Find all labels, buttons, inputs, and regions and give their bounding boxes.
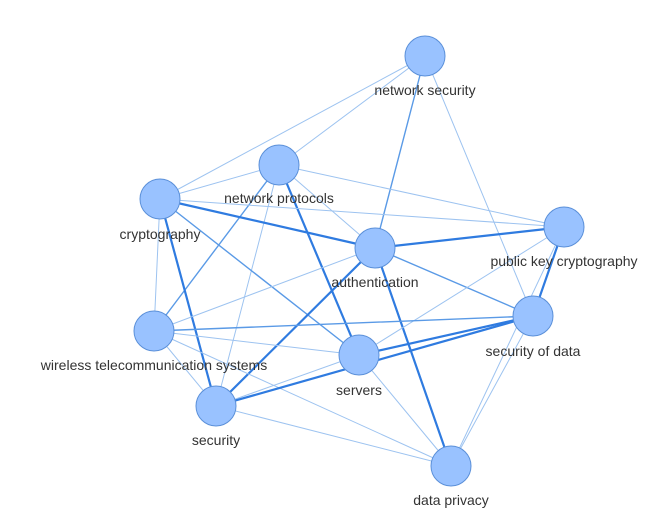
node-label-wireless-telecommunication-systems: wireless telecommunication systems	[40, 357, 267, 373]
node-label-cryptography: cryptography	[120, 226, 201, 242]
node-cryptography[interactable]	[139, 178, 181, 220]
edge-public-key-cryptography-data-privacy	[450, 226, 565, 467]
node-layer	[133, 35, 585, 487]
edge-network-security-security-of-data	[424, 55, 534, 317]
node-label-servers: servers	[336, 382, 382, 398]
edge-servers-security	[215, 354, 360, 407]
node-public-key-cryptography[interactable]	[543, 206, 585, 248]
edge-authentication-wireless-telecommunication-systems	[153, 247, 376, 332]
label-layer: network security network protocols cryptog…	[40, 82, 638, 508]
edge-network-security-authentication	[374, 55, 426, 249]
edge-network-protocols-security	[215, 164, 280, 407]
edge-cryptography-security	[158, 197, 218, 408]
node-label-security: security	[192, 432, 240, 448]
edge-network-protocols-cryptography	[159, 164, 280, 200]
node-security-of-data[interactable]	[512, 295, 554, 337]
edge-cryptography-wireless-telecommunication-systems	[153, 198, 161, 332]
node-security[interactable]	[195, 385, 237, 427]
edge-network-protocols-public-key-cryptography	[278, 164, 565, 228]
edge-public-key-cryptography-servers	[358, 226, 565, 356]
edge-network-security-network-protocols	[278, 55, 426, 166]
node-label-network-security: network security	[374, 82, 475, 98]
edge-authentication-security-of-data	[374, 247, 534, 317]
node-label-authentication: authentication	[331, 274, 418, 290]
edge-wireless-telecommunication-systems-data-privacy	[153, 330, 452, 467]
edge-wireless-telecommunication-systems-security-of-data	[153, 315, 534, 332]
edge-servers-security-of-data	[357, 314, 535, 357]
edge-authentication-data-privacy	[373, 246, 453, 468]
node-label-security-of-data: security of data	[486, 343, 581, 359]
node-network-protocols[interactable]	[258, 144, 300, 186]
edge-cryptography-authentication	[158, 197, 377, 250]
node-authentication[interactable]	[354, 227, 396, 269]
edge-wireless-telecommunication-systems-servers	[153, 330, 360, 356]
node-data-privacy[interactable]	[430, 445, 472, 487]
edge-servers-data-privacy	[358, 354, 452, 467]
node-wireless-telecommunication-systems[interactable]	[133, 310, 175, 352]
edge-network-protocols-wireless-telecommunication-systems	[153, 164, 280, 332]
edge-network-protocols-authentication	[278, 164, 376, 249]
node-network-security[interactable]	[404, 35, 446, 77]
edge-cryptography-public-key-cryptography	[159, 198, 565, 228]
node-servers[interactable]	[338, 334, 380, 376]
edge-authentication-public-key-cryptography	[373, 225, 566, 250]
edge-security-of-data-data-privacy	[450, 315, 534, 467]
edge-authentication-security	[214, 246, 377, 408]
node-label-data-privacy: data privacy	[413, 492, 488, 508]
node-label-public-key-cryptography: public key cryptography	[490, 253, 637, 269]
edge-security-data-privacy	[215, 405, 452, 467]
edge-network-security-cryptography	[159, 55, 426, 200]
node-label-network-protocols: network protocols	[224, 190, 334, 206]
edge-cryptography-servers	[159, 198, 360, 356]
